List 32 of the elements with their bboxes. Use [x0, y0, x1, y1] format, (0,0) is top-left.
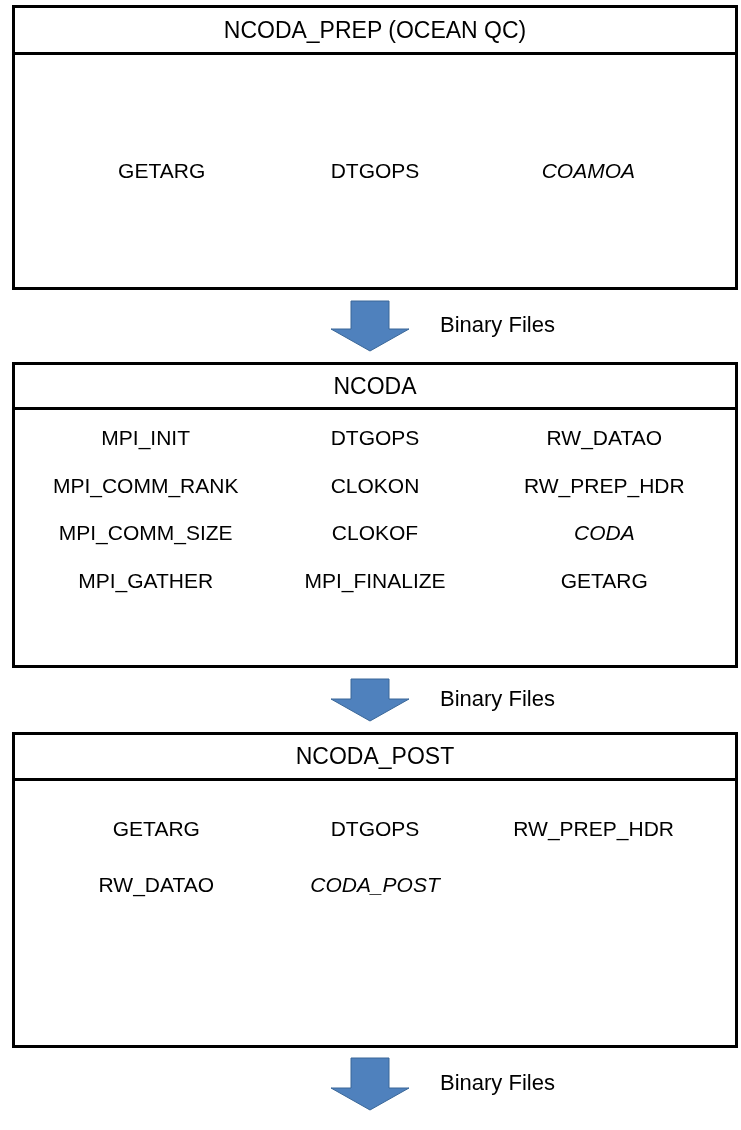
- module-title: NCODA_POST: [295, 742, 455, 772]
- block-arrow: [330, 678, 410, 722]
- routine-name: CLOKON: [330, 472, 420, 499]
- routine-name: RW_DATAO: [546, 425, 663, 452]
- module-box: [12, 5, 738, 290]
- routine-name: GETARG: [560, 567, 648, 594]
- module-box: [12, 362, 738, 668]
- edge-label: Binary Files: [440, 686, 555, 711]
- routine-name: CODA_POST: [310, 871, 440, 898]
- routine-name: MPI_COMM_RANK: [52, 472, 239, 500]
- routine-name: COAMOA: [541, 158, 635, 185]
- routine-name: MPI_GATHER: [78, 567, 214, 595]
- routine-name: RW_PREP_HDR: [524, 472, 685, 500]
- routine-name: DTGOPS: [330, 158, 420, 185]
- routine-name: CODA: [573, 520, 635, 546]
- routine-name: DTGOPS: [330, 816, 420, 842]
- module-box: [12, 732, 738, 1048]
- routine-name: CLOKOF: [331, 520, 419, 546]
- routine-name: GETARG: [118, 158, 206, 185]
- routine-name: MPI_COMM_SIZE: [58, 520, 233, 547]
- routine-name: RW_PREP_HDR: [513, 816, 674, 843]
- edge-label: Binary Files: [440, 312, 555, 337]
- routine-name: MPI_INIT: [101, 425, 190, 452]
- block-arrow: [330, 300, 410, 352]
- module-title: NCODA: [333, 371, 417, 401]
- routine-name: GETARG: [112, 816, 200, 842]
- routine-name: DTGOPS: [330, 425, 420, 451]
- routine-name: RW_DATAO: [98, 871, 215, 899]
- block-arrow: [330, 1057, 410, 1111]
- routine-name: MPI_FINALIZE: [304, 567, 446, 595]
- edge-label: Binary Files: [440, 1070, 555, 1095]
- module-title: NCODA_PREP (OCEAN QC): [223, 15, 527, 45]
